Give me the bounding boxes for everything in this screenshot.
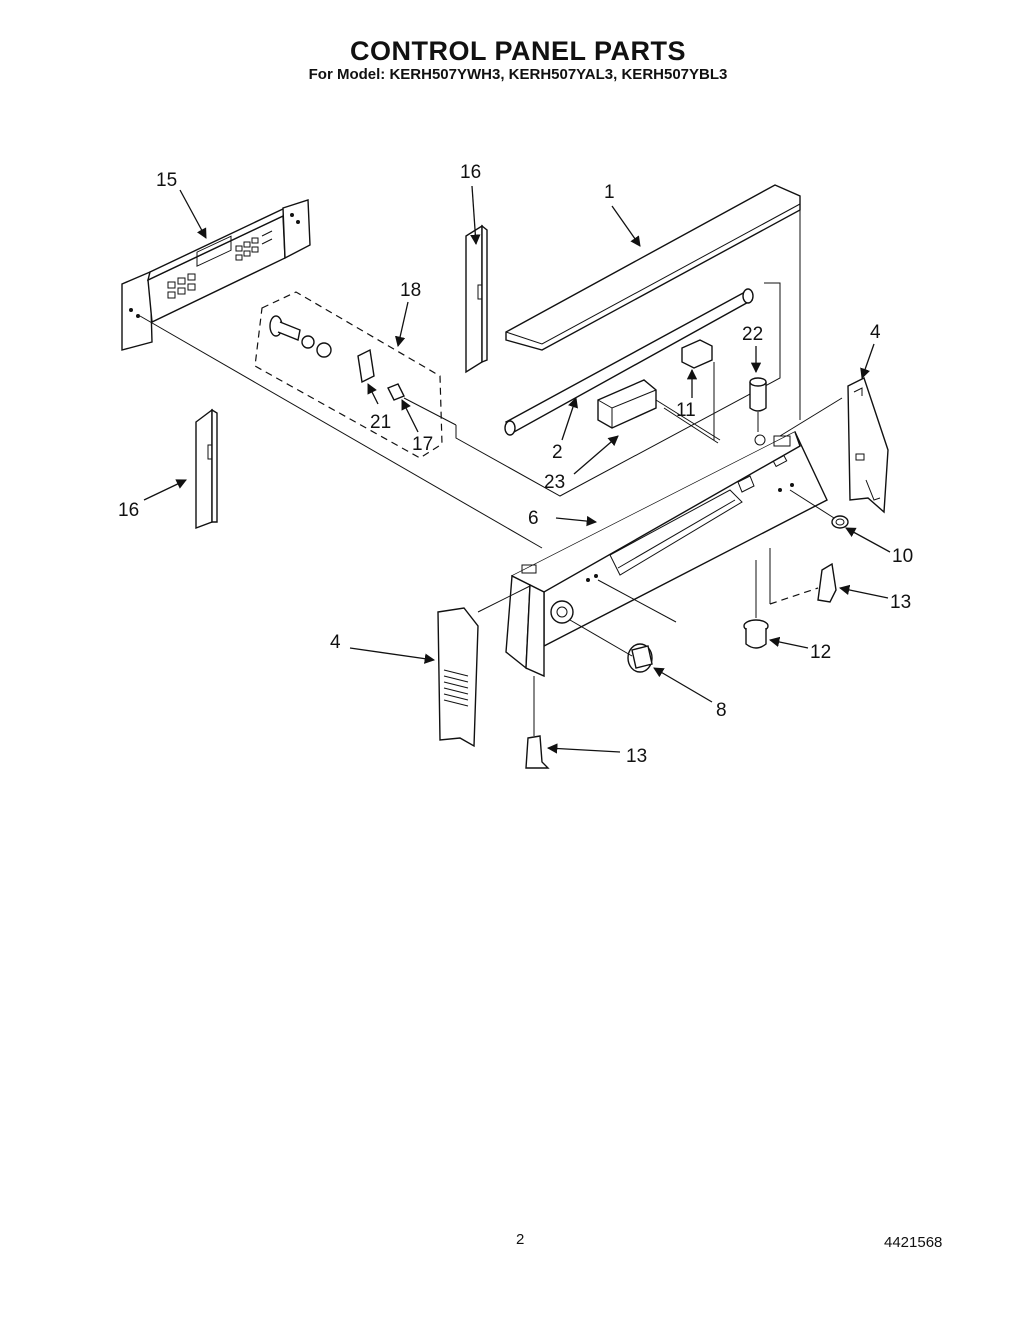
callout-18: 18 (400, 280, 421, 301)
callout-4-right: 4 (870, 322, 881, 343)
part-12-grommet (743, 619, 769, 649)
part-16-trim-upper (465, 224, 488, 374)
model-list: For Model: KERH507YWH3, KERH507YAL3, KER… (308, 66, 728, 83)
callout-21: 21 (370, 412, 391, 433)
part-18-group-outline (254, 291, 443, 459)
part-13-foot-right (817, 562, 837, 603)
part-6-console-panel (505, 431, 828, 678)
callout-13-right: 13 (890, 592, 911, 613)
part-22-lamp (749, 377, 767, 432)
callout-23: 23 (544, 472, 565, 493)
callout-2: 2 (552, 442, 563, 463)
callout-15: 15 (156, 170, 177, 191)
callout-17: 17 (412, 434, 433, 455)
part-2-rod (504, 288, 754, 436)
callout-16-upper: 16 (460, 162, 481, 183)
callout-8: 8 (716, 700, 727, 721)
part-4-endcap-left (437, 607, 479, 748)
callout-16-lower: 16 (118, 500, 139, 521)
part-18-switch-assembly (269, 315, 405, 401)
part-11-component (681, 339, 715, 440)
document-number: 4421568 (884, 1234, 943, 1251)
callout-10: 10 (892, 546, 913, 567)
part-13-foot-left (525, 735, 550, 769)
callout-11: 11 (676, 400, 696, 421)
callout-arrows (143, 185, 891, 754)
callout-12: 12 (810, 642, 831, 663)
part-1-top-trim (505, 184, 801, 420)
callout-1: 1 (604, 182, 615, 203)
leader-15-line (139, 315, 543, 549)
part-23-module (597, 379, 721, 444)
part-15-control-board (121, 199, 311, 351)
page-number: 2 (516, 1231, 525, 1248)
page-title: CONTROL PANEL PARTS (349, 36, 687, 66)
part-10-nut (831, 515, 849, 529)
callout-13-left: 13 (626, 746, 647, 767)
part-16-trim-lower (195, 408, 218, 530)
part-4-endcap-right (847, 377, 889, 514)
callout-22: 22 (742, 324, 763, 345)
leader-4-left-line (477, 585, 531, 613)
leader-4-right-line (779, 397, 843, 437)
callout-4-left: 4 (330, 632, 341, 653)
callout-6: 6 (528, 508, 539, 529)
part-8-knob (627, 643, 653, 673)
